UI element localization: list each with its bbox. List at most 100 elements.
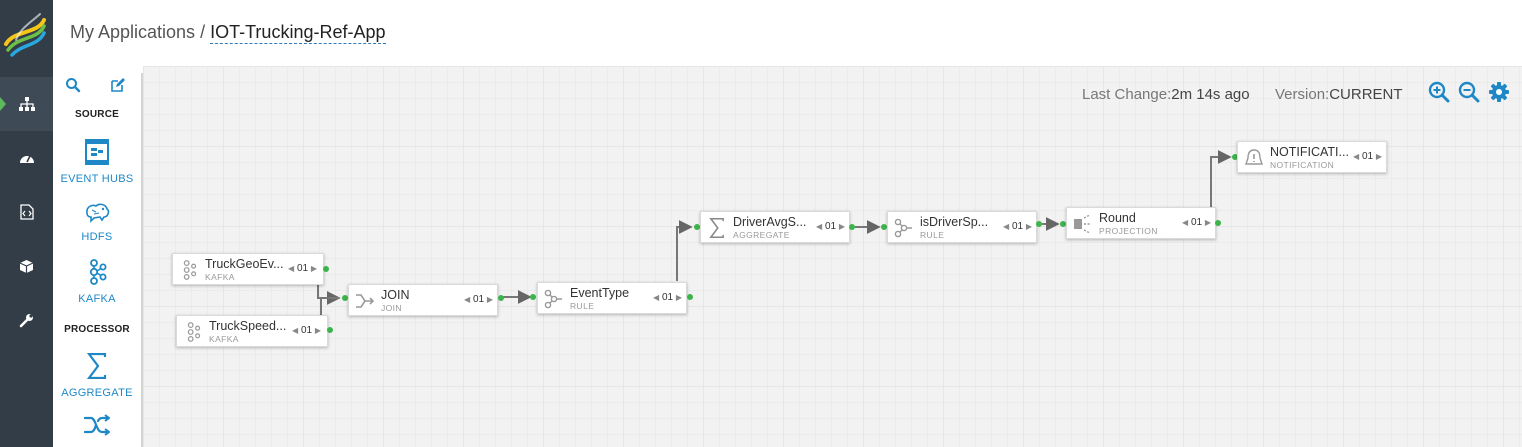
node-title: Round [1099, 211, 1136, 225]
node-title: TruckGeoEv... [205, 257, 284, 271]
parallelism-control[interactable]: ◀ 01 ▶ [1003, 221, 1032, 232]
increase-icon[interactable]: ▶ [1025, 222, 1032, 231]
decrease-icon[interactable]: ◀ [1003, 222, 1010, 231]
parallelism-value: 01 [300, 325, 313, 336]
last-change-label: Last Change: [1082, 86, 1172, 103]
output-port[interactable] [1215, 220, 1221, 226]
parallelism-control[interactable]: ◀ 01 ▶ [1353, 151, 1382, 162]
palette-item-branch[interactable] [53, 413, 141, 442]
increase-icon[interactable]: ▶ [1375, 152, 1382, 161]
parallelism-control[interactable]: ◀ 01 ▶ [653, 292, 682, 303]
page-header: My Applications / IOT-Trucking-Ref-App [53, 0, 1522, 66]
increase-icon[interactable]: ▶ [486, 295, 493, 304]
node-title: JOIN [381, 288, 410, 302]
sigma-icon [709, 218, 724, 238]
dashboard-icon [19, 155, 34, 163]
output-port[interactable] [498, 295, 504, 301]
edge-eventtype-driveravg [676, 220, 693, 281]
node-eventtype[interactable]: EventType RULE ◀ 01 ▶ [537, 282, 687, 314]
output-port[interactable] [849, 224, 855, 230]
version-info: Version:CURRENT [1275, 86, 1403, 103]
decrease-icon[interactable]: ◀ [292, 326, 299, 335]
node-isdriverspeeding[interactable]: isDriverSp... RULE ◀ 01 ▶ [887, 211, 1037, 243]
edit-icon [111, 78, 125, 92]
node-truckgeoevent[interactable]: TruckGeoEv... KAFKA ◀ 01 ▶ [172, 253, 324, 285]
increase-icon[interactable]: ▶ [310, 264, 317, 273]
nav-item-topology[interactable] [0, 77, 53, 131]
node-join[interactable]: JOIN JOIN ◀ 01 ▶ [348, 284, 498, 316]
join-icon [356, 294, 375, 308]
parallelism-value: 01 [296, 263, 309, 274]
parallelism-control[interactable]: ◀ 01 ▶ [292, 325, 321, 336]
increase-icon[interactable]: ▶ [675, 293, 682, 302]
wrench-icon [19, 313, 33, 327]
kafka-icon [89, 259, 107, 285]
app-name[interactable]: IOT-Trucking-Ref-App [210, 22, 386, 44]
decrease-icon[interactable]: ◀ [1353, 152, 1360, 161]
node-round[interactable]: Round PROJECTION ◀ 01 ▶ [1066, 207, 1216, 239]
topology-icon [18, 97, 35, 111]
version-label: Version: [1275, 86, 1330, 103]
palette-item-hdfs[interactable]: HDFS [53, 201, 141, 243]
parallelism-control[interactable]: ◀ 01 ▶ [1182, 217, 1211, 228]
topology-canvas[interactable]: Last Change:2m 14s ago Version:CURRENT [143, 66, 1522, 447]
nav-item-cube[interactable] [0, 239, 53, 293]
increase-icon[interactable]: ▶ [838, 222, 845, 231]
node-truckspeedevent[interactable]: TruckSpeed... KAFKA ◀ 01 ▶ [176, 315, 328, 347]
zoom-out-button[interactable] [1458, 81, 1480, 103]
edit-button[interactable] [110, 77, 130, 97]
input-port[interactable] [342, 295, 348, 301]
last-change: Last Change:2m 14s ago [1082, 86, 1250, 103]
increase-icon[interactable]: ▶ [314, 326, 321, 335]
node-type: KAFKA [209, 334, 239, 344]
nav-item-dashboard[interactable] [0, 131, 53, 185]
breadcrumb-root[interactable]: My Applications [70, 22, 196, 42]
nav-item-code[interactable] [0, 185, 53, 239]
node-notification[interactable]: NOTIFICATI... NOTIFICATION ◀ 01 ▶ [1237, 141, 1387, 173]
parallelism-value: 01 [661, 292, 674, 303]
node-type: JOIN [381, 303, 402, 313]
zoom-in-button[interactable] [1428, 81, 1450, 103]
decrease-icon[interactable]: ◀ [288, 264, 295, 273]
kafka-icon [187, 322, 201, 342]
output-port[interactable] [687, 294, 693, 300]
sigma-icon [86, 352, 107, 380]
input-port[interactable] [1232, 154, 1238, 160]
parallelism-control[interactable]: ◀ 01 ▶ [288, 263, 317, 274]
palette-item-event-hubs[interactable]: EVENT HUBS [53, 139, 141, 185]
decrease-icon[interactable]: ◀ [653, 293, 660, 302]
palette-item-kafka[interactable]: KAFKA [53, 259, 141, 305]
palette-item-aggregate[interactable]: AGGREGATE [53, 352, 141, 399]
node-driveravgspeed[interactable]: DriverAvgS... AGGREGATE ◀ 01 ▶ [700, 211, 850, 243]
breadcrumb-separator: / [200, 22, 206, 42]
decrease-icon[interactable]: ◀ [816, 222, 823, 231]
node-title: NOTIFICATI... [1270, 145, 1349, 159]
output-port[interactable] [323, 266, 329, 272]
palette-item-label: KAFKA [78, 293, 116, 305]
rule-icon [544, 289, 562, 309]
search-button[interactable] [65, 77, 85, 97]
input-port[interactable] [1060, 221, 1066, 227]
app-logo[interactable] [0, 0, 53, 66]
parallelism-value: 01 [1361, 151, 1374, 162]
output-port[interactable] [327, 327, 333, 333]
hdfs-icon [86, 203, 110, 223]
node-title: DriverAvgS... [733, 215, 807, 229]
node-type: PROJECTION [1099, 226, 1158, 236]
output-port[interactable] [1036, 221, 1042, 227]
input-port[interactable] [530, 294, 536, 300]
active-indicator [0, 97, 6, 111]
palette-item-label: EVENT HUBS [60, 173, 134, 185]
settings-button[interactable] [1488, 81, 1510, 103]
decrease-icon[interactable]: ◀ [1182, 218, 1189, 227]
nav-item-tools[interactable] [0, 293, 53, 347]
increase-icon[interactable]: ▶ [1204, 218, 1211, 227]
palette-item-label: AGGREGATE [61, 387, 133, 399]
edge-round-notification [1210, 150, 1232, 207]
parallelism-control[interactable]: ◀ 01 ▶ [816, 221, 845, 232]
input-port[interactable] [881, 224, 887, 230]
parallelism-control[interactable]: ◀ 01 ▶ [464, 294, 493, 305]
input-port[interactable] [694, 224, 700, 230]
topology-edges [317, 150, 1232, 328]
decrease-icon[interactable]: ◀ [464, 295, 471, 304]
